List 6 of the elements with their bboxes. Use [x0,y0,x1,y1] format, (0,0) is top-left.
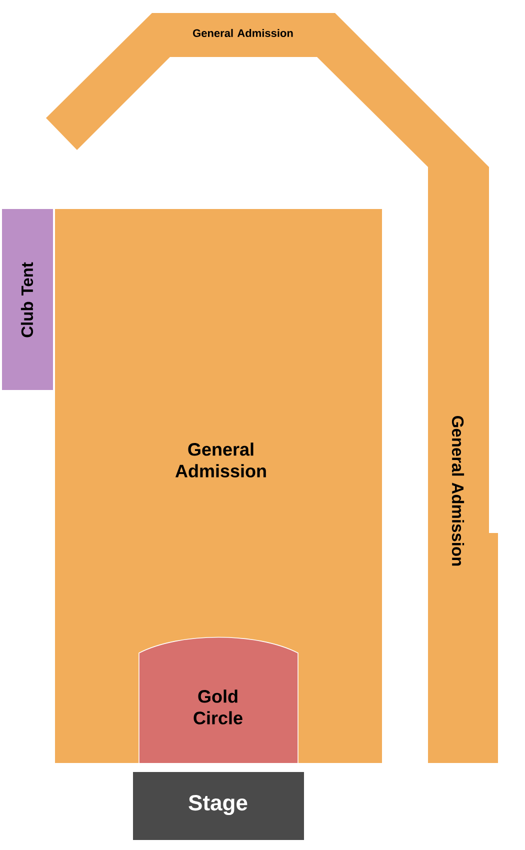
section-band: General Admission [428,167,498,763]
section-block: Gold Circle [138,636,298,764]
section-band: General Admission [46,13,489,167]
section-block: Club Tent [2,209,53,390]
stage-block: Stage [133,772,304,840]
node-label: General Admission [452,416,464,566]
